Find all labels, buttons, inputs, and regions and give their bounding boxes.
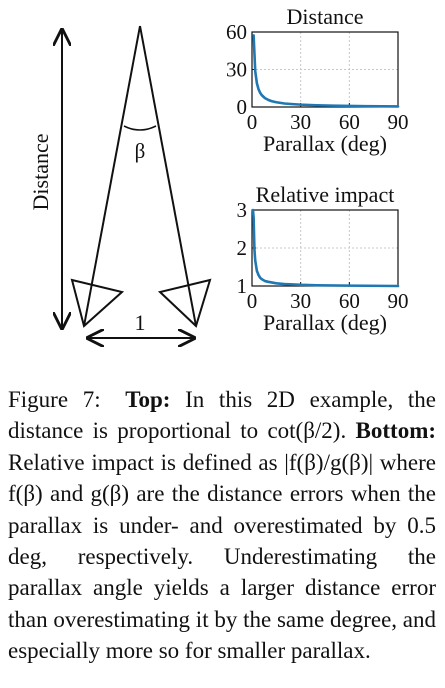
x-tick-label: 90 bbox=[388, 289, 409, 313]
y-tick-label: 30 bbox=[226, 58, 247, 82]
angle-label: β bbox=[135, 139, 146, 163]
x-tick-label: 0 bbox=[247, 110, 258, 134]
caption-bottom-text: Relative impact is defined as |f(β)/g(β)… bbox=[8, 449, 436, 664]
x-tick-label: 0 bbox=[247, 289, 258, 313]
chart-title: Distance bbox=[287, 4, 364, 29]
parallax-diagram: Distance β 1 bbox=[28, 25, 212, 338]
series-line bbox=[251, 208, 400, 288]
y-tick-label: 2 bbox=[237, 236, 248, 260]
y-tick-label: 1 bbox=[237, 274, 248, 298]
x-tick-label: 90 bbox=[388, 110, 409, 134]
caption-bottom-label: Bottom: bbox=[355, 418, 437, 444]
y-tick-label: 0 bbox=[237, 95, 248, 119]
x-tick-label: 30 bbox=[290, 110, 311, 134]
x-axis-label: Parallax (deg) bbox=[263, 131, 387, 156]
angle-arc bbox=[123, 125, 157, 131]
right-camera-triangle bbox=[157, 278, 212, 328]
x-tick-label: 30 bbox=[290, 289, 311, 313]
y-tick-label: 3 bbox=[237, 198, 248, 222]
x-tick-label: 60 bbox=[339, 110, 360, 134]
figure-caption: Figure 7: Top: In this 2D example, the d… bbox=[8, 384, 436, 667]
chart-title: Relative impact bbox=[256, 182, 395, 207]
x-tick-label: 60 bbox=[339, 289, 360, 313]
right-ray bbox=[139, 25, 197, 327]
x-axis-label: Parallax (deg) bbox=[263, 310, 387, 335]
y-tick-label: 60 bbox=[226, 20, 247, 44]
distance-axis-label: Distance bbox=[28, 134, 53, 211]
caption-top-label: Top: bbox=[125, 387, 171, 412]
left-camera-triangle bbox=[70, 278, 125, 328]
caption-top-text: In this 2D example, the distance is prop… bbox=[8, 387, 436, 444]
caption-paragraph: Figure 7: Top: In this 2D example, the d… bbox=[8, 384, 436, 667]
caption-figure-label: Figure 7: bbox=[8, 387, 101, 412]
left-ray bbox=[83, 25, 141, 327]
series-line bbox=[252, 34, 400, 108]
baseline-label: 1 bbox=[135, 310, 146, 335]
